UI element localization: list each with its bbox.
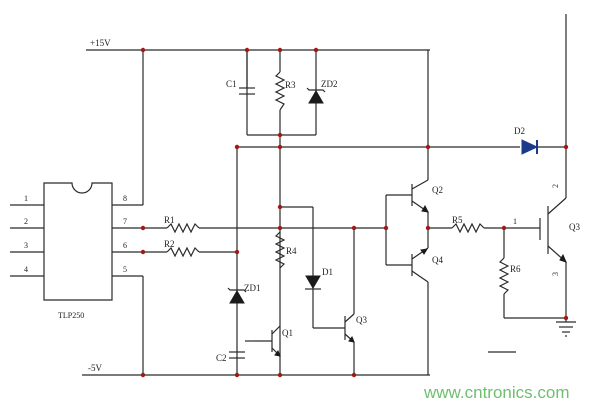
diode-d2 bbox=[521, 139, 566, 155]
ic-name-label: TLP250 bbox=[58, 311, 84, 320]
ground-symbol bbox=[556, 321, 576, 337]
c1-label: C1 bbox=[226, 79, 237, 89]
zd2-label: ZD2 bbox=[321, 79, 338, 89]
r2-label: R2 bbox=[164, 239, 175, 249]
transistor-q3-driver bbox=[313, 228, 355, 375]
d1-label: D1 bbox=[322, 267, 333, 277]
positive-rail-label: +15V bbox=[90, 38, 111, 48]
q3-driver-label: Q3 bbox=[356, 315, 367, 325]
ic-pin-label-7: 7 bbox=[123, 217, 127, 226]
zener-zd1 bbox=[227, 287, 247, 304]
resistor-r5 bbox=[451, 222, 485, 234]
q2-label: Q2 bbox=[432, 185, 443, 195]
q4-label: Q4 bbox=[432, 255, 443, 265]
r3-label: R3 bbox=[285, 80, 296, 90]
resistor-r2 bbox=[166, 246, 200, 258]
igbt-emitter-pin: 3 bbox=[551, 272, 560, 276]
negative-rail-label: -5V bbox=[88, 363, 102, 373]
transistor-q4 bbox=[411, 228, 429, 375]
capacitor-c2 bbox=[229, 351, 245, 359]
transistor-q1 bbox=[245, 325, 281, 357]
ic-pin-label-6: 6 bbox=[123, 241, 127, 250]
zd1-label: ZD1 bbox=[244, 283, 261, 293]
resistor-r3 bbox=[274, 71, 286, 111]
ic-pin-label-8: 8 bbox=[123, 194, 127, 203]
c2-label: C2 bbox=[216, 353, 227, 363]
diode-d1 bbox=[305, 275, 321, 290]
igbt-collector-pin: 2 bbox=[551, 184, 560, 188]
q1-label: Q1 bbox=[282, 328, 293, 338]
watermark: www.cntronics.com bbox=[423, 383, 569, 402]
positive-rail bbox=[86, 49, 430, 205]
ic-pin-label-3: 3 bbox=[24, 241, 28, 250]
r6-label: R6 bbox=[510, 264, 521, 274]
ic-pin-label-1: 1 bbox=[24, 194, 28, 203]
r4-label: R4 bbox=[286, 246, 297, 256]
resistor-r6 bbox=[498, 257, 510, 295]
top-parallel-block bbox=[246, 50, 317, 375]
d2-label: D2 bbox=[514, 126, 525, 136]
zener-zd2 bbox=[306, 87, 326, 104]
gate-bus bbox=[236, 146, 520, 375]
transistor-q2 bbox=[411, 50, 429, 228]
junction-dots bbox=[140, 47, 569, 378]
r5-label: R5 bbox=[452, 215, 463, 225]
negative-rail bbox=[82, 276, 430, 376]
igbt-q3-label: Q3 bbox=[569, 222, 580, 232]
r1-label: R1 bbox=[164, 215, 175, 225]
capacitor-c1 bbox=[239, 50, 255, 95]
igbt-gate-pin: 1 bbox=[513, 217, 517, 226]
tlp250-ic bbox=[10, 182, 143, 301]
igbt-q3 bbox=[539, 14, 567, 322]
ic-pin-label-4: 4 bbox=[24, 265, 28, 274]
ic-pin-label-2: 2 bbox=[24, 217, 28, 226]
resistor-r4 bbox=[274, 231, 286, 269]
resistor-r1 bbox=[166, 222, 200, 234]
totem-pole-base-bus bbox=[385, 194, 412, 266]
ic-pin-label-5: 5 bbox=[123, 265, 127, 274]
